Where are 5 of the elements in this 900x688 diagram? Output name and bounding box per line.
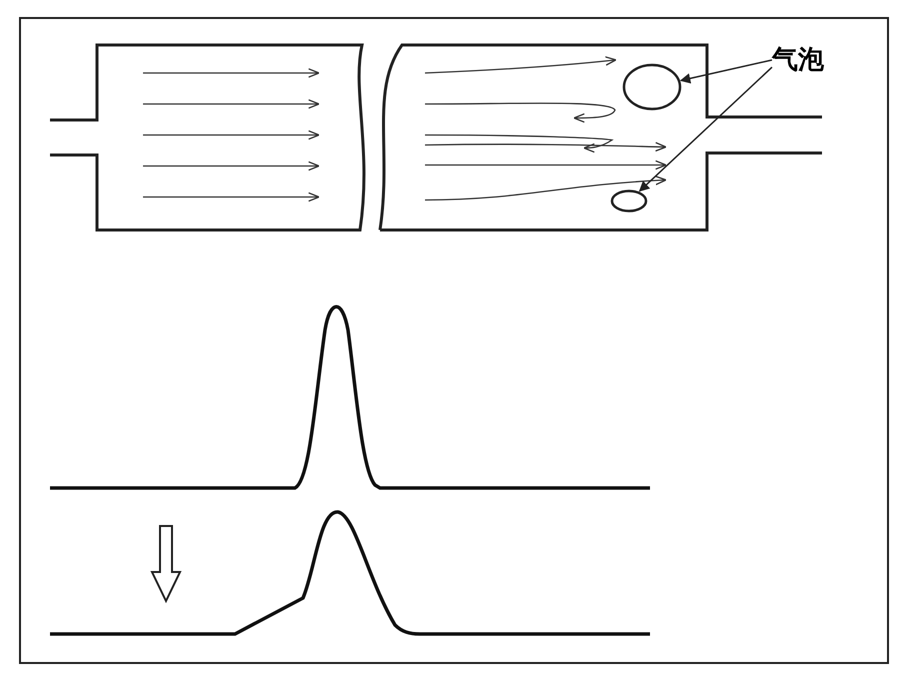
bubble <box>622 63 682 111</box>
leader-line <box>680 59 772 84</box>
callout-label: 气泡 <box>772 42 852 78</box>
leader-line <box>638 66 773 192</box>
bubble <box>610 189 648 213</box>
